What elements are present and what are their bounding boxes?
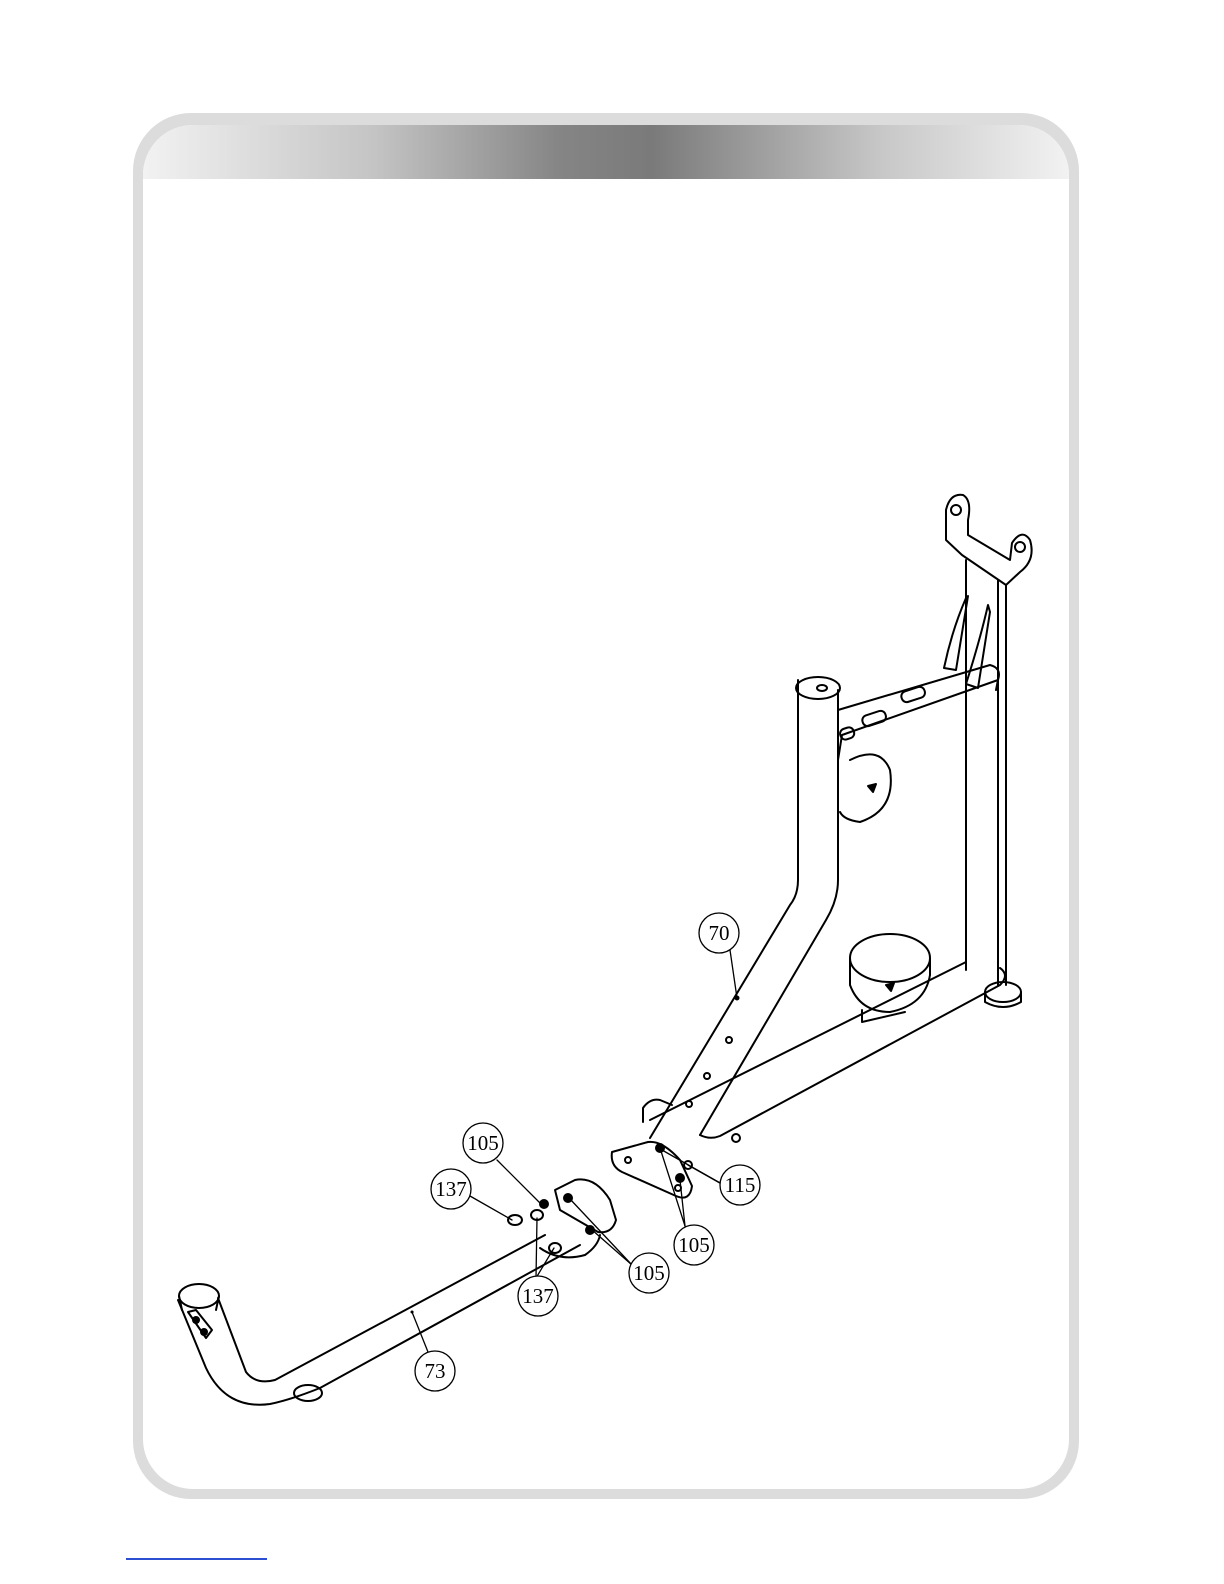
footer-rule	[126, 1558, 267, 1560]
svg-text:105: 105	[467, 1131, 499, 1155]
callout-115: 115	[720, 1165, 760, 1205]
bracket-hole-right	[1015, 542, 1025, 552]
svg-text:115: 115	[725, 1173, 756, 1197]
front-upright	[650, 680, 838, 1138]
leader-137a	[470, 1196, 512, 1220]
leader-lines	[412, 950, 737, 1352]
stabilizer-tube	[178, 1235, 580, 1405]
upper-wheel	[840, 754, 891, 822]
callout-73: 73	[415, 1351, 455, 1391]
base-stud	[732, 1134, 740, 1142]
lower-wheel-hub	[886, 983, 894, 991]
slot-1	[861, 710, 887, 728]
svg-text:70: 70	[709, 921, 730, 945]
lower-wheel-rim	[850, 934, 930, 982]
cross-beam	[838, 665, 999, 760]
svg-text:137: 137	[435, 1177, 467, 1201]
leader-115-2	[688, 1165, 720, 1183]
leader-105a	[497, 1160, 541, 1204]
leader-105b-2	[591, 1229, 632, 1265]
upright-hole-1	[726, 1037, 732, 1043]
svg-text:105: 105	[633, 1261, 665, 1285]
leader-70	[730, 950, 737, 998]
svg-text:137: 137	[522, 1284, 554, 1308]
svg-text:73: 73	[425, 1359, 446, 1383]
svg-text:105: 105	[678, 1233, 710, 1257]
bracket-hole-left	[951, 505, 961, 515]
callout-137b: 137	[518, 1276, 558, 1316]
bolt-137-a	[508, 1215, 522, 1225]
guide-right	[966, 605, 990, 688]
leader-73	[412, 1312, 428, 1352]
slot-2	[900, 686, 926, 704]
bolt-137-c	[549, 1243, 561, 1253]
callout-105c: 105	[674, 1225, 714, 1265]
rear-foot	[985, 982, 1021, 1002]
front-plate-hole-1	[625, 1157, 631, 1163]
upright-hole-2	[704, 1073, 710, 1079]
leader-105b-1	[570, 1199, 632, 1265]
callout-137a: 137	[431, 1169, 471, 1209]
leader-137b-2	[536, 1248, 554, 1278]
stabilizer-hole-1	[193, 1317, 199, 1323]
callout-105a: 105	[463, 1123, 503, 1163]
callout-70: 70	[699, 913, 739, 953]
rear-post	[966, 560, 1006, 985]
frame-part-70	[612, 495, 1032, 1198]
top-bracket	[946, 495, 1032, 585]
stabilizer-cap	[179, 1284, 219, 1308]
callout-105b: 105	[629, 1253, 669, 1293]
stabilizer-end-plate	[555, 1179, 616, 1232]
upper-wheel-hub	[868, 784, 876, 792]
stabilizer-hole-2	[201, 1329, 207, 1335]
guide-left	[944, 596, 968, 670]
upright-cap-hole	[817, 685, 827, 691]
